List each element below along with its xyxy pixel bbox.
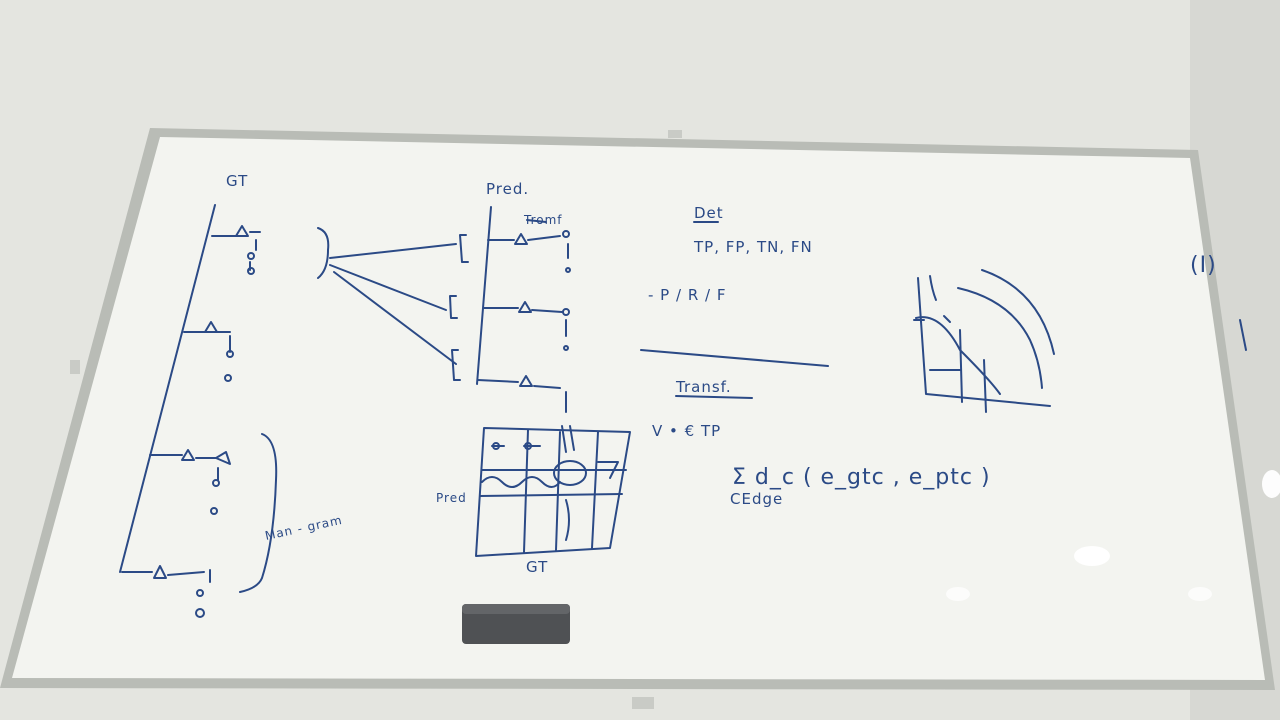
edge-mark (1239, 319, 1247, 351)
grid-col (523, 429, 529, 553)
pr-curve (957, 287, 1043, 389)
gt-brace (239, 433, 278, 593)
pr-curve (981, 269, 1055, 355)
connect-line (333, 271, 457, 365)
gt-tree-trunk (119, 204, 216, 573)
frame-clip-top (668, 130, 682, 138)
metrics-list: TP, FP, TN, FN (693, 238, 813, 256)
grid-highlight (481, 476, 561, 488)
pred-side-label: Pred (436, 491, 467, 505)
prf-label: - P / R / F (648, 286, 726, 304)
gt-bottom-label: GT (526, 558, 548, 576)
grid-col (591, 431, 599, 549)
pred-label: Pred. (486, 180, 529, 198)
cedge-label: CEdge (730, 490, 783, 508)
grid-match-circle (553, 460, 587, 486)
pred-branch (477, 379, 519, 383)
metrics-header: Det (694, 204, 724, 222)
light-reflection (1262, 470, 1280, 498)
pr-grid (929, 329, 987, 413)
pr-tick (929, 275, 937, 301)
separator-line (640, 349, 829, 367)
ink-drawings (119, 204, 1247, 618)
grid-row (479, 493, 623, 497)
frame-clip-bottom (632, 697, 654, 709)
pred-tree-trunk (476, 206, 492, 385)
grid-arrow (565, 499, 570, 541)
grid-col (555, 431, 561, 551)
grid-mark (597, 461, 619, 479)
roman-one-label: (I) (1190, 253, 1217, 278)
eraser-top (462, 604, 570, 614)
gt-top-label: GT (226, 172, 248, 190)
connect-line (329, 264, 447, 311)
light-reflection (946, 587, 970, 601)
gt-bracket (317, 227, 330, 279)
light-reflection (1188, 587, 1212, 601)
pred-node-label: Tromf (523, 213, 563, 227)
match-grid (475, 427, 631, 557)
sum-expression: Σ d_c ( e_gtc , e_ptc ) (732, 465, 991, 490)
v-rel-label: V • € TP (652, 422, 721, 440)
pred-bracket (459, 234, 469, 263)
transf-label: Transf. (675, 378, 732, 396)
light-reflection (1074, 546, 1110, 566)
frame-clip-left (70, 360, 80, 374)
underline (675, 395, 753, 399)
whiteboard-surface (12, 137, 1265, 680)
connect-line (329, 243, 457, 259)
gt-node (235, 225, 249, 237)
